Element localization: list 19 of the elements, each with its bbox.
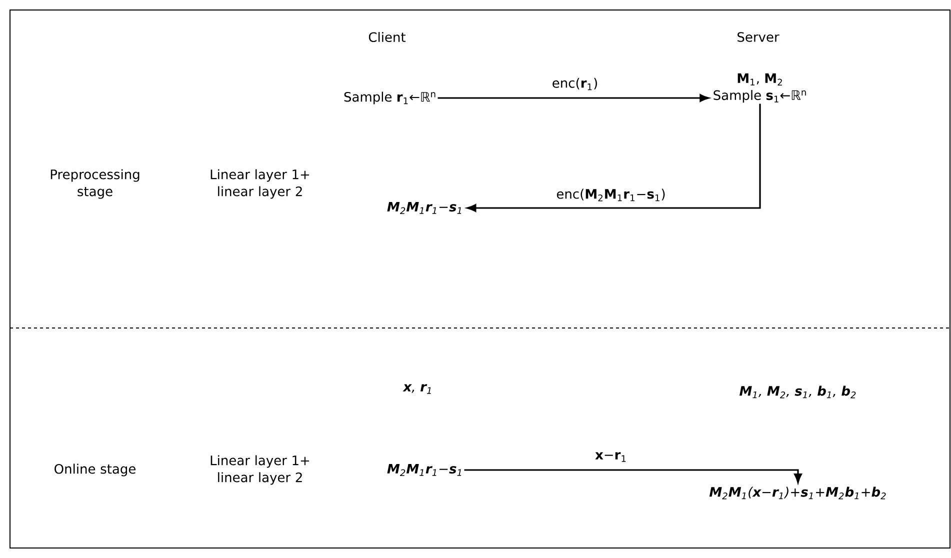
formula-text: x, r$_{1}$ [402, 384, 431, 394]
arrow [466, 104, 761, 212]
column-heading: Server [738, 32, 780, 42]
formula-text: M$_{2}$M$_{1}$(x−r$_{1}$)+s$_{1}$+M$_{2}$b$_{1}$+b$_{2}$ [709, 486, 886, 500]
arrow [464, 469, 802, 484]
stage-label: Online stage [54, 464, 136, 476]
arrow [438, 94, 710, 102]
layer-label: Linear layer 1+ linear layer 2 [210, 455, 310, 485]
layer-label: Linear layer 1+ linear layer 2 [210, 169, 310, 199]
formula-text: M$_{2}$M$_{1}$r$_{1}$−s$_{1}$ [387, 464, 462, 476]
edge-label: enc(M$_{2}$M$_{1}$r$_{1}$−s$_{1}$) [556, 188, 665, 202]
edge-label: enc(r$_{1}$) [552, 78, 597, 90]
column-heading: Client [368, 32, 406, 42]
formula-text: M$_{1}$, M$_{2}$, s$_{1}$, b$_{1}$, b$_{2}$ [740, 386, 856, 398]
formula-text: Sample r$_{1}$←ℝ$^{n}$ [344, 92, 436, 104]
formula-text: M$_{2}$M$_{1}$r$_{1}$−s$_{1}$ [387, 202, 462, 214]
edge-label: x−r$_{1}$ [595, 452, 626, 462]
formula-text: M$_{1}$, M$_{2}$ Sample s$_{1}$←ℝ$^{n}$ [714, 73, 806, 103]
stage-label: Preprocessing stage [50, 169, 140, 199]
